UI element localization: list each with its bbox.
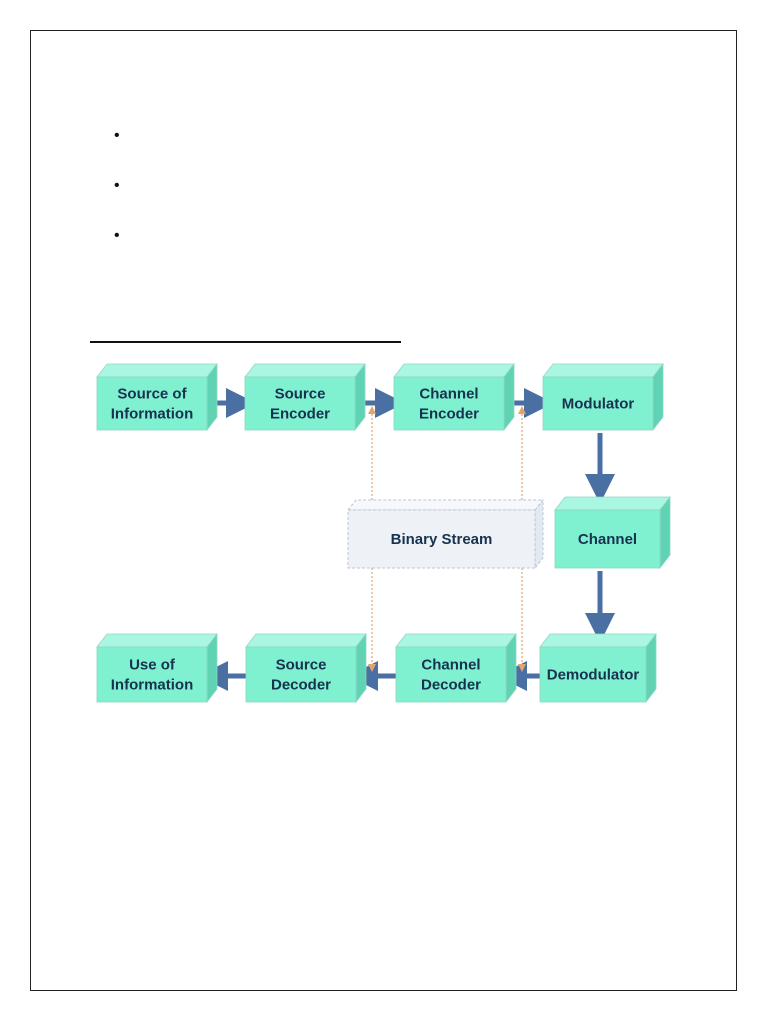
block-modulator: Modulator xyxy=(542,362,664,432)
block-use-info: Use of Information xyxy=(96,632,218,704)
block-label: Modulator xyxy=(562,396,635,413)
heading-underline xyxy=(90,341,401,343)
block-source-info: Source of Information xyxy=(96,362,218,432)
block-demodulator: Demodulator xyxy=(539,632,657,704)
block-label: Demodulator xyxy=(547,667,640,684)
block-label: Source xyxy=(275,386,326,403)
block-label: Channel xyxy=(421,657,480,674)
block-label: Source xyxy=(276,657,327,674)
page-border xyxy=(30,30,737,991)
block-label: Decoder xyxy=(421,677,481,694)
block-channel: Channel xyxy=(554,495,671,570)
block-label: Information xyxy=(111,677,194,694)
block-label: Encoder xyxy=(270,406,330,423)
binary-stream-label: Binary Stream xyxy=(391,531,493,548)
block-label: Information xyxy=(111,406,194,423)
bullet-point: • xyxy=(114,227,120,244)
block-label: Source of xyxy=(117,386,187,403)
bullet-point: • xyxy=(114,177,120,194)
binary-stream-block: Binary Stream xyxy=(346,498,545,570)
block-label: Use of xyxy=(129,657,176,674)
bullet-point: • xyxy=(114,127,120,144)
block-label: Encoder xyxy=(419,406,479,423)
block-label: Channel xyxy=(578,531,637,548)
block-label: Channel xyxy=(419,386,478,403)
block-label: Decoder xyxy=(271,677,331,694)
